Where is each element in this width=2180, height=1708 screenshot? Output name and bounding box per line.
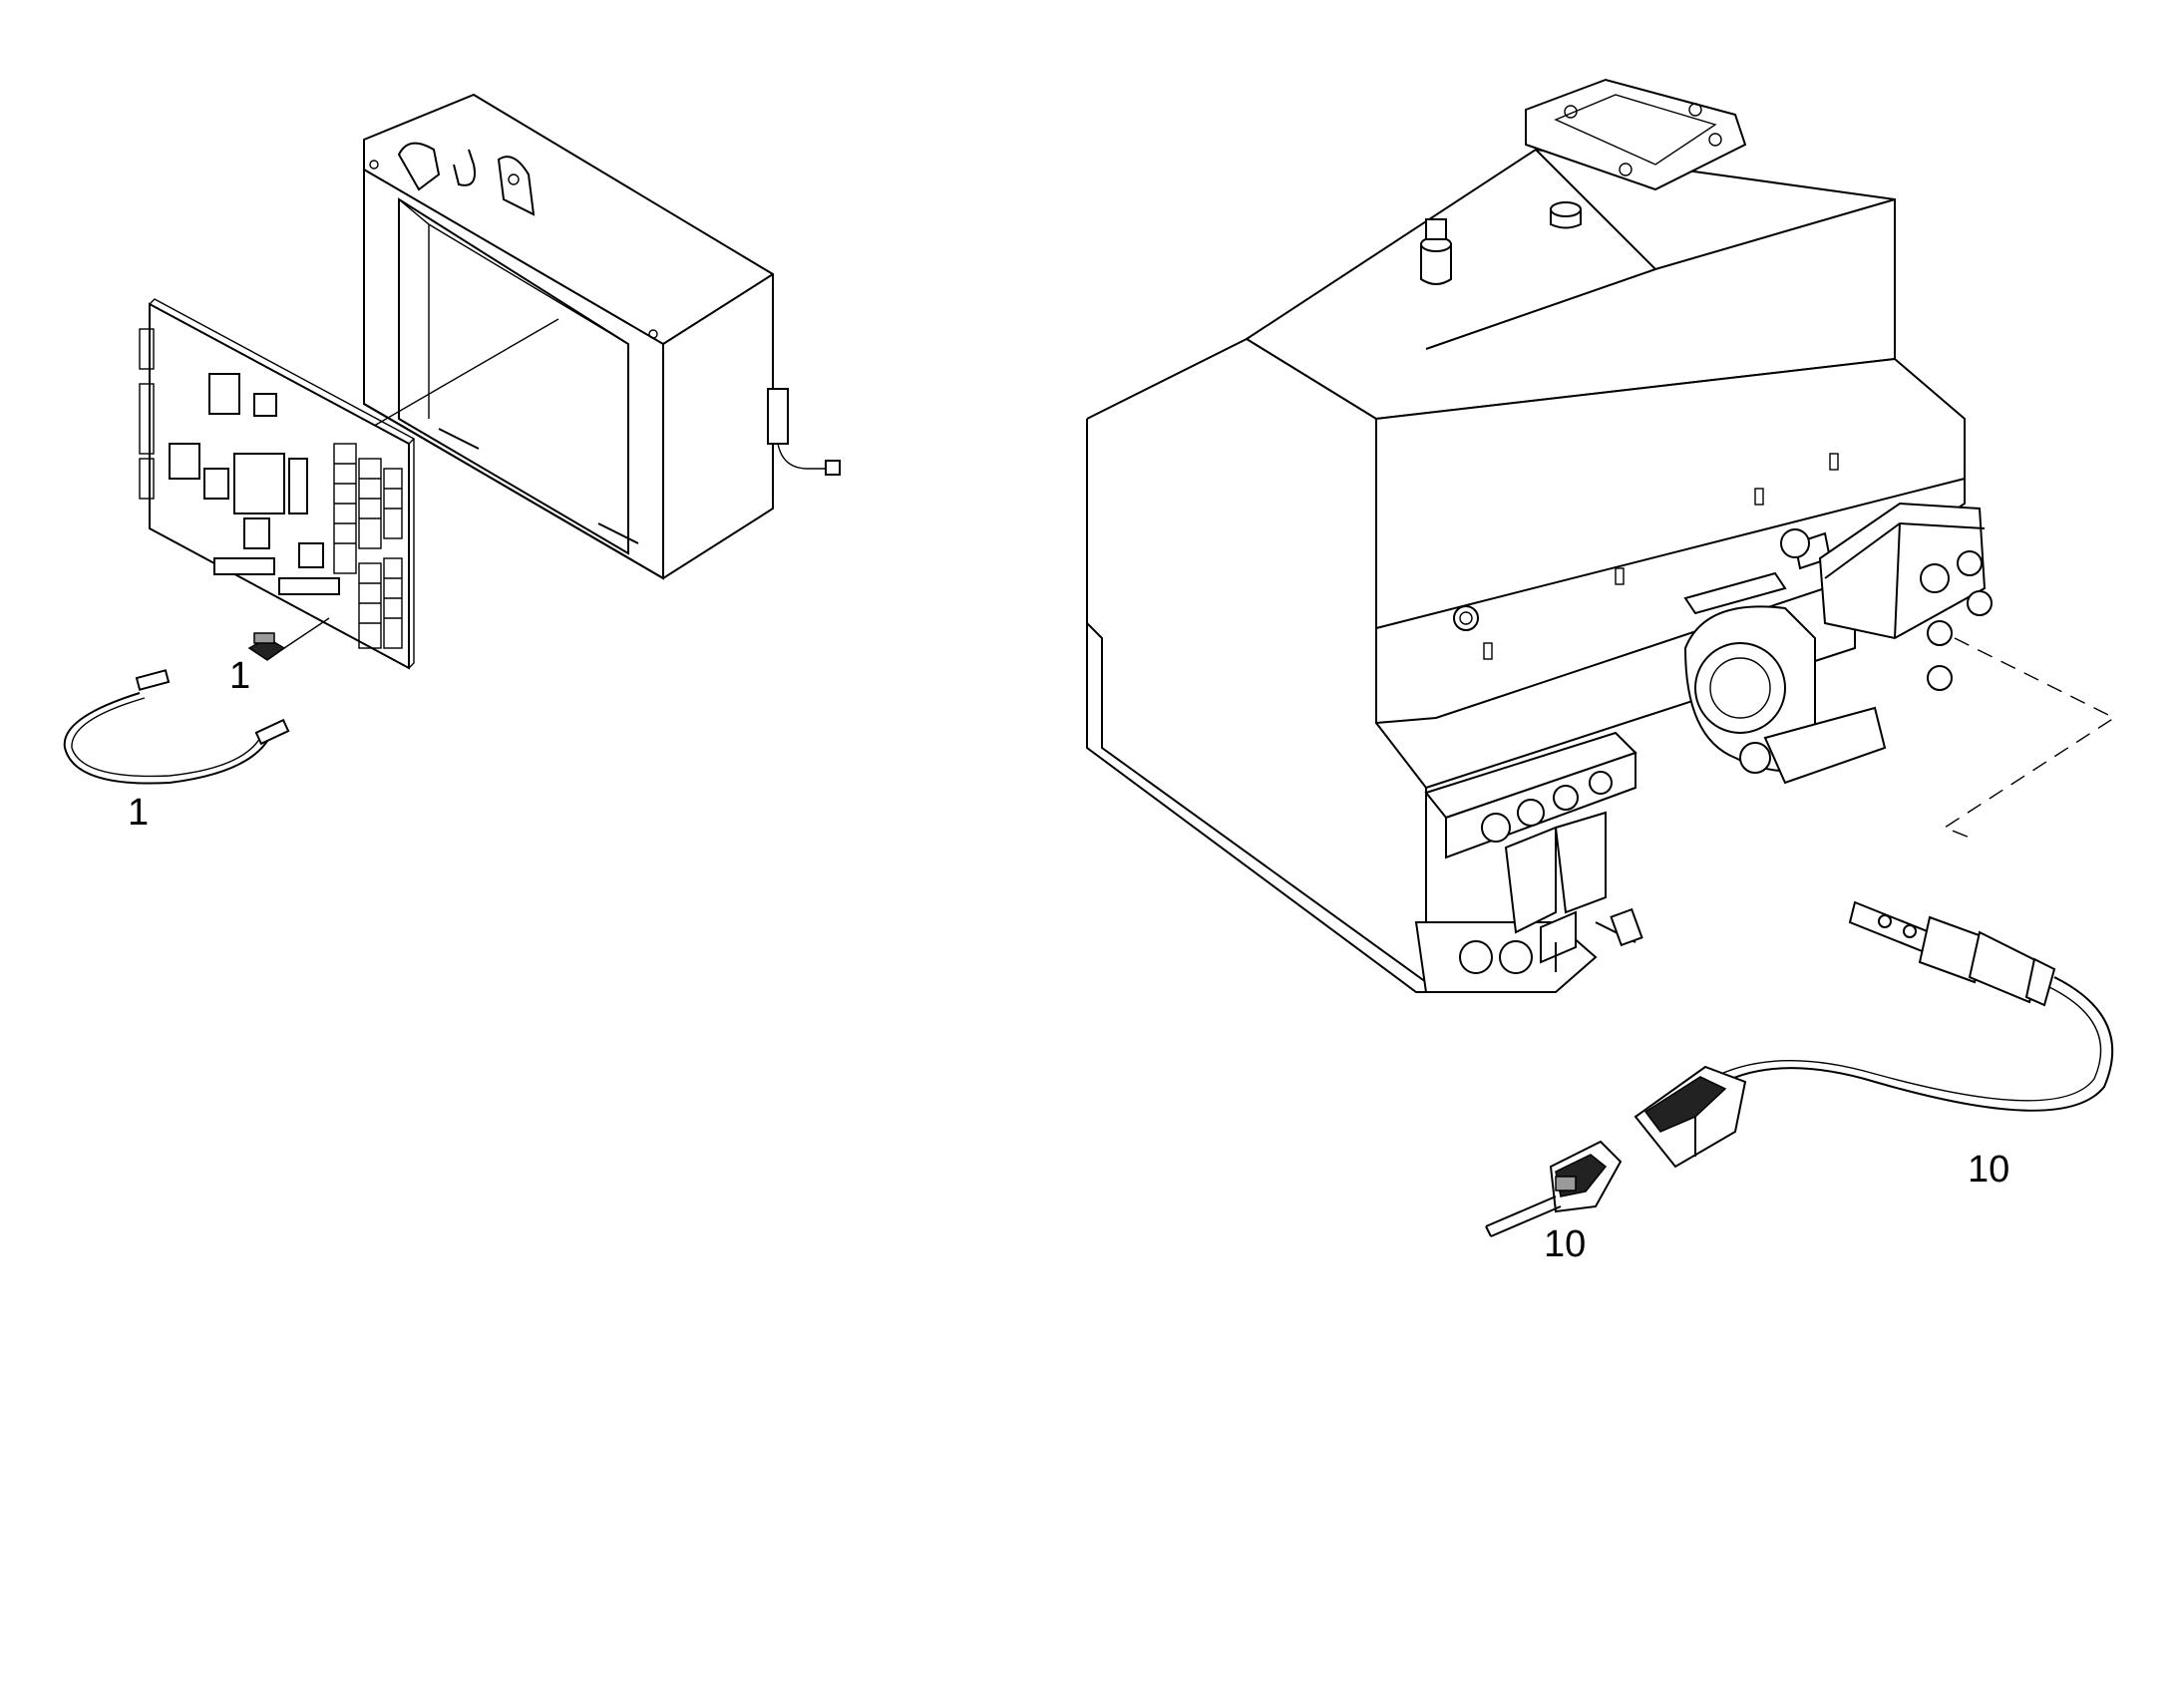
control-box-housing <box>363 93 841 580</box>
board-leader-line <box>368 318 559 430</box>
callout-probe-cable: 10 <box>1968 1149 2009 1191</box>
temperature-probe-wire <box>63 669 290 785</box>
pump-housing <box>1683 528 1887 785</box>
connector-housing <box>1634 1065 1747 1169</box>
solenoid-valve-block <box>1424 731 1643 972</box>
manifold-block <box>1818 502 1993 691</box>
probe-leader-line <box>1943 637 2116 839</box>
callout-temp-probe: 1 <box>128 792 149 834</box>
sensor-cable <box>1709 976 2114 1112</box>
control-circuit-board <box>139 298 416 670</box>
callout-connector: 10 <box>1544 1223 1586 1265</box>
temperature-sensor <box>1848 900 2056 1007</box>
callout-fuse: 1 <box>229 655 250 697</box>
connector-plug <box>1485 1140 1623 1237</box>
blade-fuse <box>247 617 330 661</box>
